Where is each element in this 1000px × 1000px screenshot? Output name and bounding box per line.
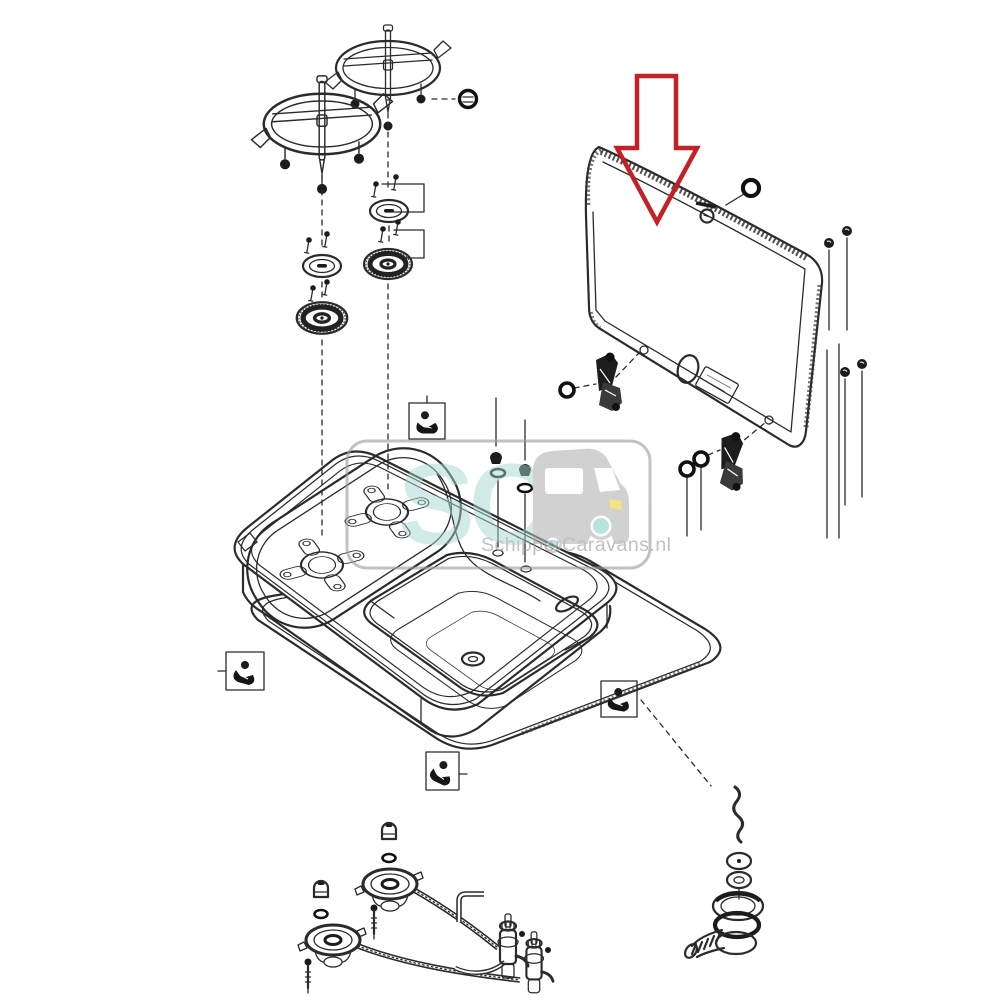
watermark: SC SchipperCaravans.nl — [345, 439, 672, 570]
caravan-logo — [533, 448, 629, 553]
watermark-url: SchipperCaravans.nl — [481, 534, 672, 556]
drain-hole — [460, 651, 486, 667]
van-windshield — [594, 468, 620, 492]
lid-hinge-left — [558, 351, 640, 412]
injector-jet-left — [312, 879, 330, 899]
lid-oval-cutout — [676, 354, 700, 384]
burner-screw-left — [304, 958, 312, 994]
highlight-arrow — [613, 73, 701, 227]
drain-elbow-hose — [683, 928, 726, 959]
l-shaped-pipe — [456, 891, 484, 922]
drain-leader-line — [640, 699, 712, 787]
simmer-cap-right — [368, 198, 410, 224]
mounting-clamp-detail-d — [600, 680, 638, 718]
mounting-clamp-detail-b — [217, 651, 265, 691]
burner-cap-stacks — [297, 121, 425, 541]
sink-bowl — [363, 551, 599, 709]
burner-body-right — [354, 867, 424, 912]
lid-label-sticker — [695, 366, 739, 404]
gas-valves — [496, 912, 555, 995]
lid-hinge-right — [678, 421, 767, 537]
simmer-cap-left — [301, 253, 343, 279]
burner-body-left — [297, 923, 367, 968]
drain-washers — [725, 851, 753, 871]
hob-sink-tray — [233, 397, 618, 738]
watermark-border — [345, 439, 652, 570]
mounting-clamp-detail-a — [408, 395, 446, 440]
lid-latch-button — [695, 201, 717, 224]
hob-plateau — [246, 447, 462, 629]
pan-support-rear — [323, 23, 453, 132]
drain-assembly — [683, 785, 765, 959]
burner-crown-left — [297, 302, 347, 334]
gas-supply-pipes — [357, 887, 521, 983]
lid-grommet — [725, 180, 759, 206]
van-headlight — [609, 499, 622, 510]
van-window — [545, 468, 583, 494]
glass-lid — [584, 145, 824, 448]
mounting-clamp-detail-c — [425, 751, 468, 791]
injector-jet-right — [380, 821, 398, 841]
lid-pivot-screws — [823, 225, 868, 539]
foot-grommet — [431, 88, 479, 110]
burner-crown-right — [364, 249, 412, 279]
overflow-slot — [554, 595, 580, 613]
gas-burner-assembly — [297, 821, 555, 995]
drain-flange — [711, 890, 765, 956]
watermark-monogram: SC — [398, 441, 549, 569]
burner-screw-right — [370, 904, 378, 940]
